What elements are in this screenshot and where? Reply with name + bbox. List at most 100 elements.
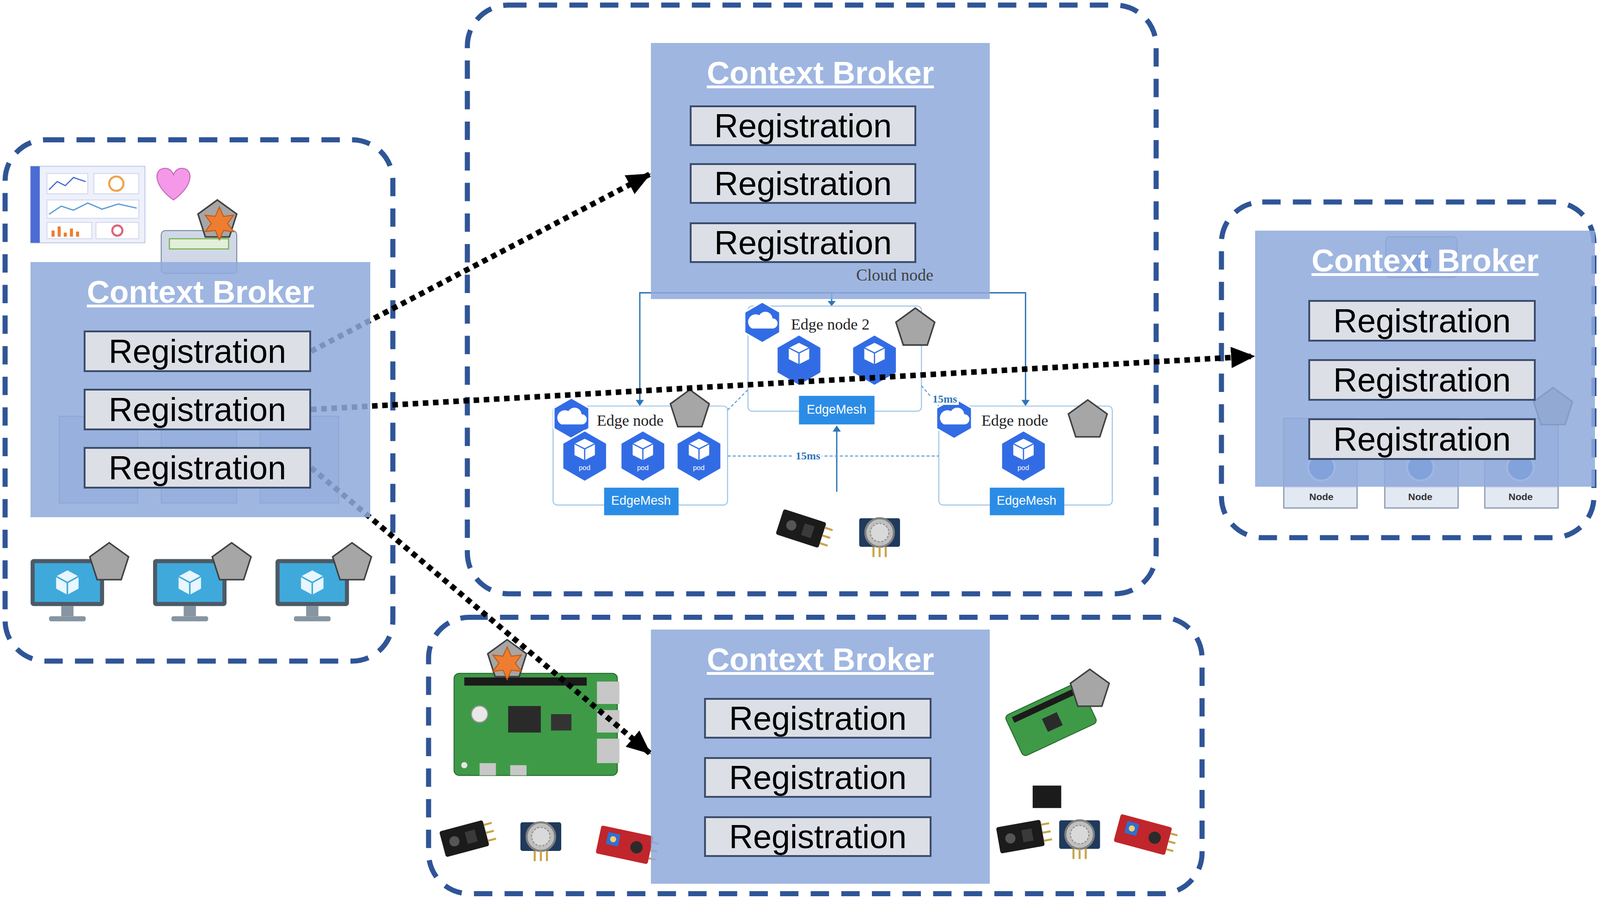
scaled-artwork — [89, 542, 129, 580]
scaled-artwork — [1113, 814, 1180, 858]
context-broker-panel: Context BrokerRegistrationRegistrationRe… — [1255, 230, 1595, 487]
raspberry-pi — [551, 714, 572, 731]
label-holder: pod — [692, 463, 705, 473]
dashboard-image — [53, 226, 78, 237]
node-label-bands — [1385, 487, 1458, 508]
scaled-artwork — [332, 542, 372, 580]
scaled-artwork — [744, 301, 780, 343]
dashboard-image — [47, 222, 92, 239]
node-label-bands — [1284, 487, 1357, 508]
registration-box: Registration — [83, 330, 312, 373]
raspberry-pi — [596, 681, 620, 705]
registration-text: Registration — [714, 109, 892, 143]
registration-box: Registration — [704, 816, 932, 858]
scaled-artwork — [492, 646, 522, 680]
label-holder: Edge node — [981, 411, 1049, 430]
dashboard-image — [109, 176, 124, 191]
registration-text: Registration — [108, 334, 287, 368]
registration-text: Registration — [1333, 304, 1511, 338]
node-type-text: Edge node — [596, 411, 664, 430]
edgemesh-text: EdgeMesh — [611, 494, 671, 509]
scaled-artwork — [439, 818, 498, 858]
wire-arrowheads — [827, 300, 836, 307]
dashboard-image — [95, 222, 139, 239]
region-bottom — [428, 617, 1202, 894]
registration-text: Registration — [1333, 363, 1511, 397]
registration-box: Registration — [1308, 359, 1536, 401]
wifi-module — [1032, 785, 1062, 809]
label-holder: Cloud node — [856, 266, 934, 285]
edgemesh-text: EdgeMesh — [806, 403, 867, 417]
scaled-artwork — [1001, 430, 1046, 482]
raspberry-pi — [479, 763, 496, 776]
raspberry-pi — [453, 673, 618, 776]
region-left — [5, 139, 393, 662]
scaled-artwork — [562, 430, 607, 482]
registration-text: Registration — [714, 226, 892, 260]
node-type-text: Edge node 2 — [790, 315, 870, 333]
registration-text: Registration — [729, 820, 907, 854]
context-broker-panel: Context BrokerRegistrationRegistrationRe… — [650, 42, 990, 300]
panel-heading: Context Broker — [1255, 241, 1595, 280]
scaled-artwork — [1070, 669, 1110, 707]
scaled-artwork — [895, 308, 935, 346]
node-label-bands — [1284, 487, 1558, 508]
registration-box: Registration — [689, 105, 917, 147]
raspberry-pi — [508, 705, 541, 733]
raspberry-pi — [461, 762, 468, 769]
node-type-text: Edge node — [981, 411, 1049, 430]
latency-links — [727, 385, 939, 456]
registration-text: Registration — [108, 392, 287, 427]
dotted-arrow — [311, 355, 1256, 410]
scaled-artwork — [676, 430, 722, 482]
dashboard-image — [30, 166, 145, 244]
label-holder: pod — [637, 463, 649, 473]
scaled-artwork — [620, 430, 666, 482]
latency-text: 15ms — [930, 392, 959, 405]
raspberry-pi — [596, 738, 620, 764]
dashboard-image — [93, 173, 139, 194]
scaled-artwork — [775, 508, 835, 551]
dashed-regions — [5, 5, 1594, 895]
pod-text: pod — [1017, 464, 1030, 473]
registration-text: Registration — [108, 451, 287, 485]
registration-box: Registration — [83, 447, 312, 489]
label-holder: Node — [1508, 491, 1533, 503]
context-broker-panel: Context BrokerRegistrationRegistrationRe… — [30, 262, 371, 518]
edgemesh-bar — [604, 487, 679, 516]
pod-text: pod — [692, 464, 705, 473]
dashboard-image — [30, 166, 40, 244]
registration-text: Registration — [1333, 422, 1511, 456]
registration-text: Registration — [729, 760, 907, 795]
latency-text: 15ms — [793, 449, 822, 462]
registration-box: Registration — [83, 388, 312, 431]
node-text: Node — [1309, 491, 1334, 503]
scaled-artwork — [520, 822, 562, 862]
label-holder: Node — [1309, 491, 1334, 503]
cluster-wires — [836, 428, 838, 492]
dashboard-image — [49, 177, 86, 190]
scaled-artwork — [1068, 399, 1108, 437]
latency-links — [727, 389, 748, 411]
pod-text: pod — [578, 464, 591, 473]
wire-arrowheads — [1021, 399, 1030, 406]
edgemesh-bar — [798, 395, 875, 425]
label-holder: Edge node — [596, 411, 664, 430]
scaled-artwork — [776, 334, 822, 386]
registration-text: Registration — [729, 701, 907, 736]
label-holder: 15ms — [793, 449, 822, 462]
heart-icon — [157, 168, 191, 200]
dashboard-image — [49, 202, 137, 215]
raspberry-pi — [471, 705, 488, 723]
latency-links — [727, 455, 939, 457]
scaled-artwork — [670, 389, 710, 427]
label-holder: Node — [1408, 491, 1433, 503]
node-text: Node — [1408, 491, 1433, 503]
wire-arrowheads — [832, 425, 841, 432]
registration-box: Registration — [689, 163, 917, 204]
registration-box: Registration — [689, 222, 917, 264]
wire-arrowheads — [635, 399, 644, 406]
scaled-artwork — [212, 542, 252, 580]
dashboard-image — [112, 225, 123, 236]
